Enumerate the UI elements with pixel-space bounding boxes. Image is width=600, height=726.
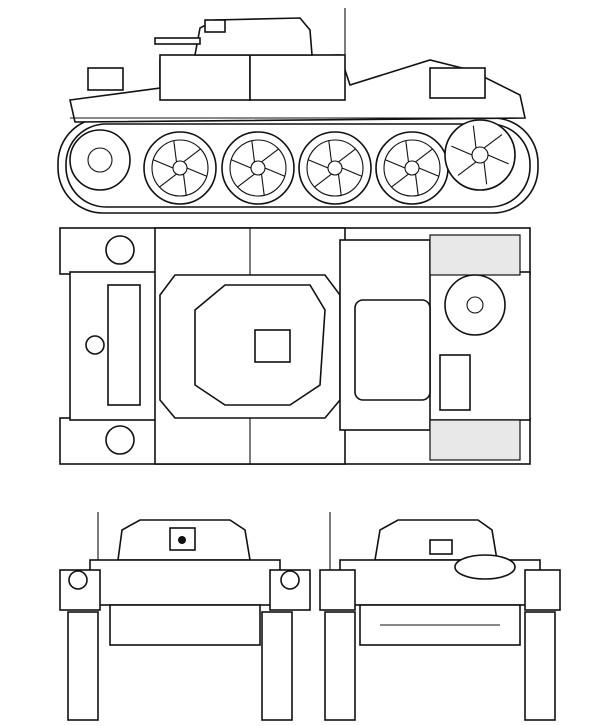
road-wheel xyxy=(298,131,372,205)
top-spare-wheel-hub xyxy=(466,296,484,314)
side-engine-louvres xyxy=(429,67,486,99)
idler-wheel-spoke xyxy=(483,134,503,149)
road-wheel-spoke xyxy=(237,173,255,188)
road-wheel-spoke xyxy=(328,140,333,163)
road-wheel-spoke xyxy=(183,148,201,163)
front-view xyxy=(59,512,311,721)
rear-view xyxy=(319,512,561,721)
front-glacis xyxy=(109,604,261,646)
rear-left-track xyxy=(324,611,356,721)
side-headlight-box xyxy=(87,67,124,91)
drive-sprocket xyxy=(69,129,131,191)
side-gun-barrel xyxy=(154,37,201,45)
idler-wheel xyxy=(444,119,516,191)
road-wheel-rim xyxy=(151,139,209,197)
road-wheel-spoke xyxy=(341,167,362,177)
rear-turret-hatch xyxy=(429,539,453,555)
road-wheel-spoke xyxy=(260,173,265,196)
road-wheel-spoke xyxy=(264,167,285,177)
top-radiator-left xyxy=(429,234,521,276)
road-wheel-spoke xyxy=(186,167,207,177)
idler-wheel-spoke xyxy=(483,161,488,185)
road-wheel-spoke xyxy=(231,159,252,169)
road-wheel xyxy=(143,131,217,205)
road-wheel-spoke xyxy=(385,159,406,169)
road-wheel-spoke xyxy=(159,173,177,188)
road-wheel-spoke xyxy=(418,167,439,177)
road-wheel-spoke xyxy=(405,140,410,163)
side-cupola xyxy=(204,19,226,33)
road-wheel-spoke xyxy=(173,140,178,163)
road-wheel-spoke xyxy=(391,173,409,188)
top-tool-rack xyxy=(107,284,141,406)
front-left-headlight xyxy=(68,570,88,590)
rear-hull xyxy=(339,559,541,606)
top-engine-hatch xyxy=(354,299,431,401)
side-superstructure-rear xyxy=(249,54,346,101)
drive-sprocket-hub xyxy=(87,147,113,173)
idler-wheel-spoke xyxy=(472,125,477,149)
road-wheel-spoke xyxy=(251,140,256,163)
top-view xyxy=(59,227,531,465)
road-wheel-spoke xyxy=(415,148,433,163)
top-radiator-right xyxy=(429,419,521,461)
road-wheel xyxy=(375,131,449,205)
top-tow-hook xyxy=(85,335,105,355)
front-gun-muzzle xyxy=(178,536,186,544)
idler-wheel-spoke xyxy=(457,161,477,176)
idler-wheel-spoke xyxy=(451,145,473,156)
side-superstructure-front xyxy=(159,54,251,101)
top-left-headlight xyxy=(105,235,135,265)
road-wheel-spoke xyxy=(337,173,342,196)
rear-spare-wheel xyxy=(454,554,516,580)
road-wheel-spoke xyxy=(261,148,279,163)
road-wheel-rim xyxy=(383,139,441,197)
front-right-headlight xyxy=(280,570,300,590)
road-wheel xyxy=(221,131,295,205)
front-right-track xyxy=(261,611,293,721)
road-wheel-rim xyxy=(229,139,287,197)
road-wheel-spoke xyxy=(414,173,419,196)
idler-wheel-spoke xyxy=(487,154,509,165)
top-exhaust-plate xyxy=(439,354,471,411)
top-spare-wheel xyxy=(444,274,506,336)
road-wheel-spoke xyxy=(308,159,329,169)
front-left-track xyxy=(67,611,99,721)
road-wheel-spoke xyxy=(338,148,356,163)
front-hull xyxy=(89,559,281,606)
rear-right-fender xyxy=(524,569,561,611)
front-right-fender xyxy=(269,569,311,611)
road-wheel-spoke xyxy=(153,159,174,169)
road-wheel-spoke xyxy=(314,173,332,188)
rear-right-track xyxy=(524,611,556,721)
road-wheel-rim xyxy=(306,139,364,197)
top-right-headlight xyxy=(105,425,135,455)
rear-left-fender xyxy=(319,569,356,611)
road-wheel-spoke xyxy=(182,173,187,196)
top-turret-hatch xyxy=(254,329,291,363)
